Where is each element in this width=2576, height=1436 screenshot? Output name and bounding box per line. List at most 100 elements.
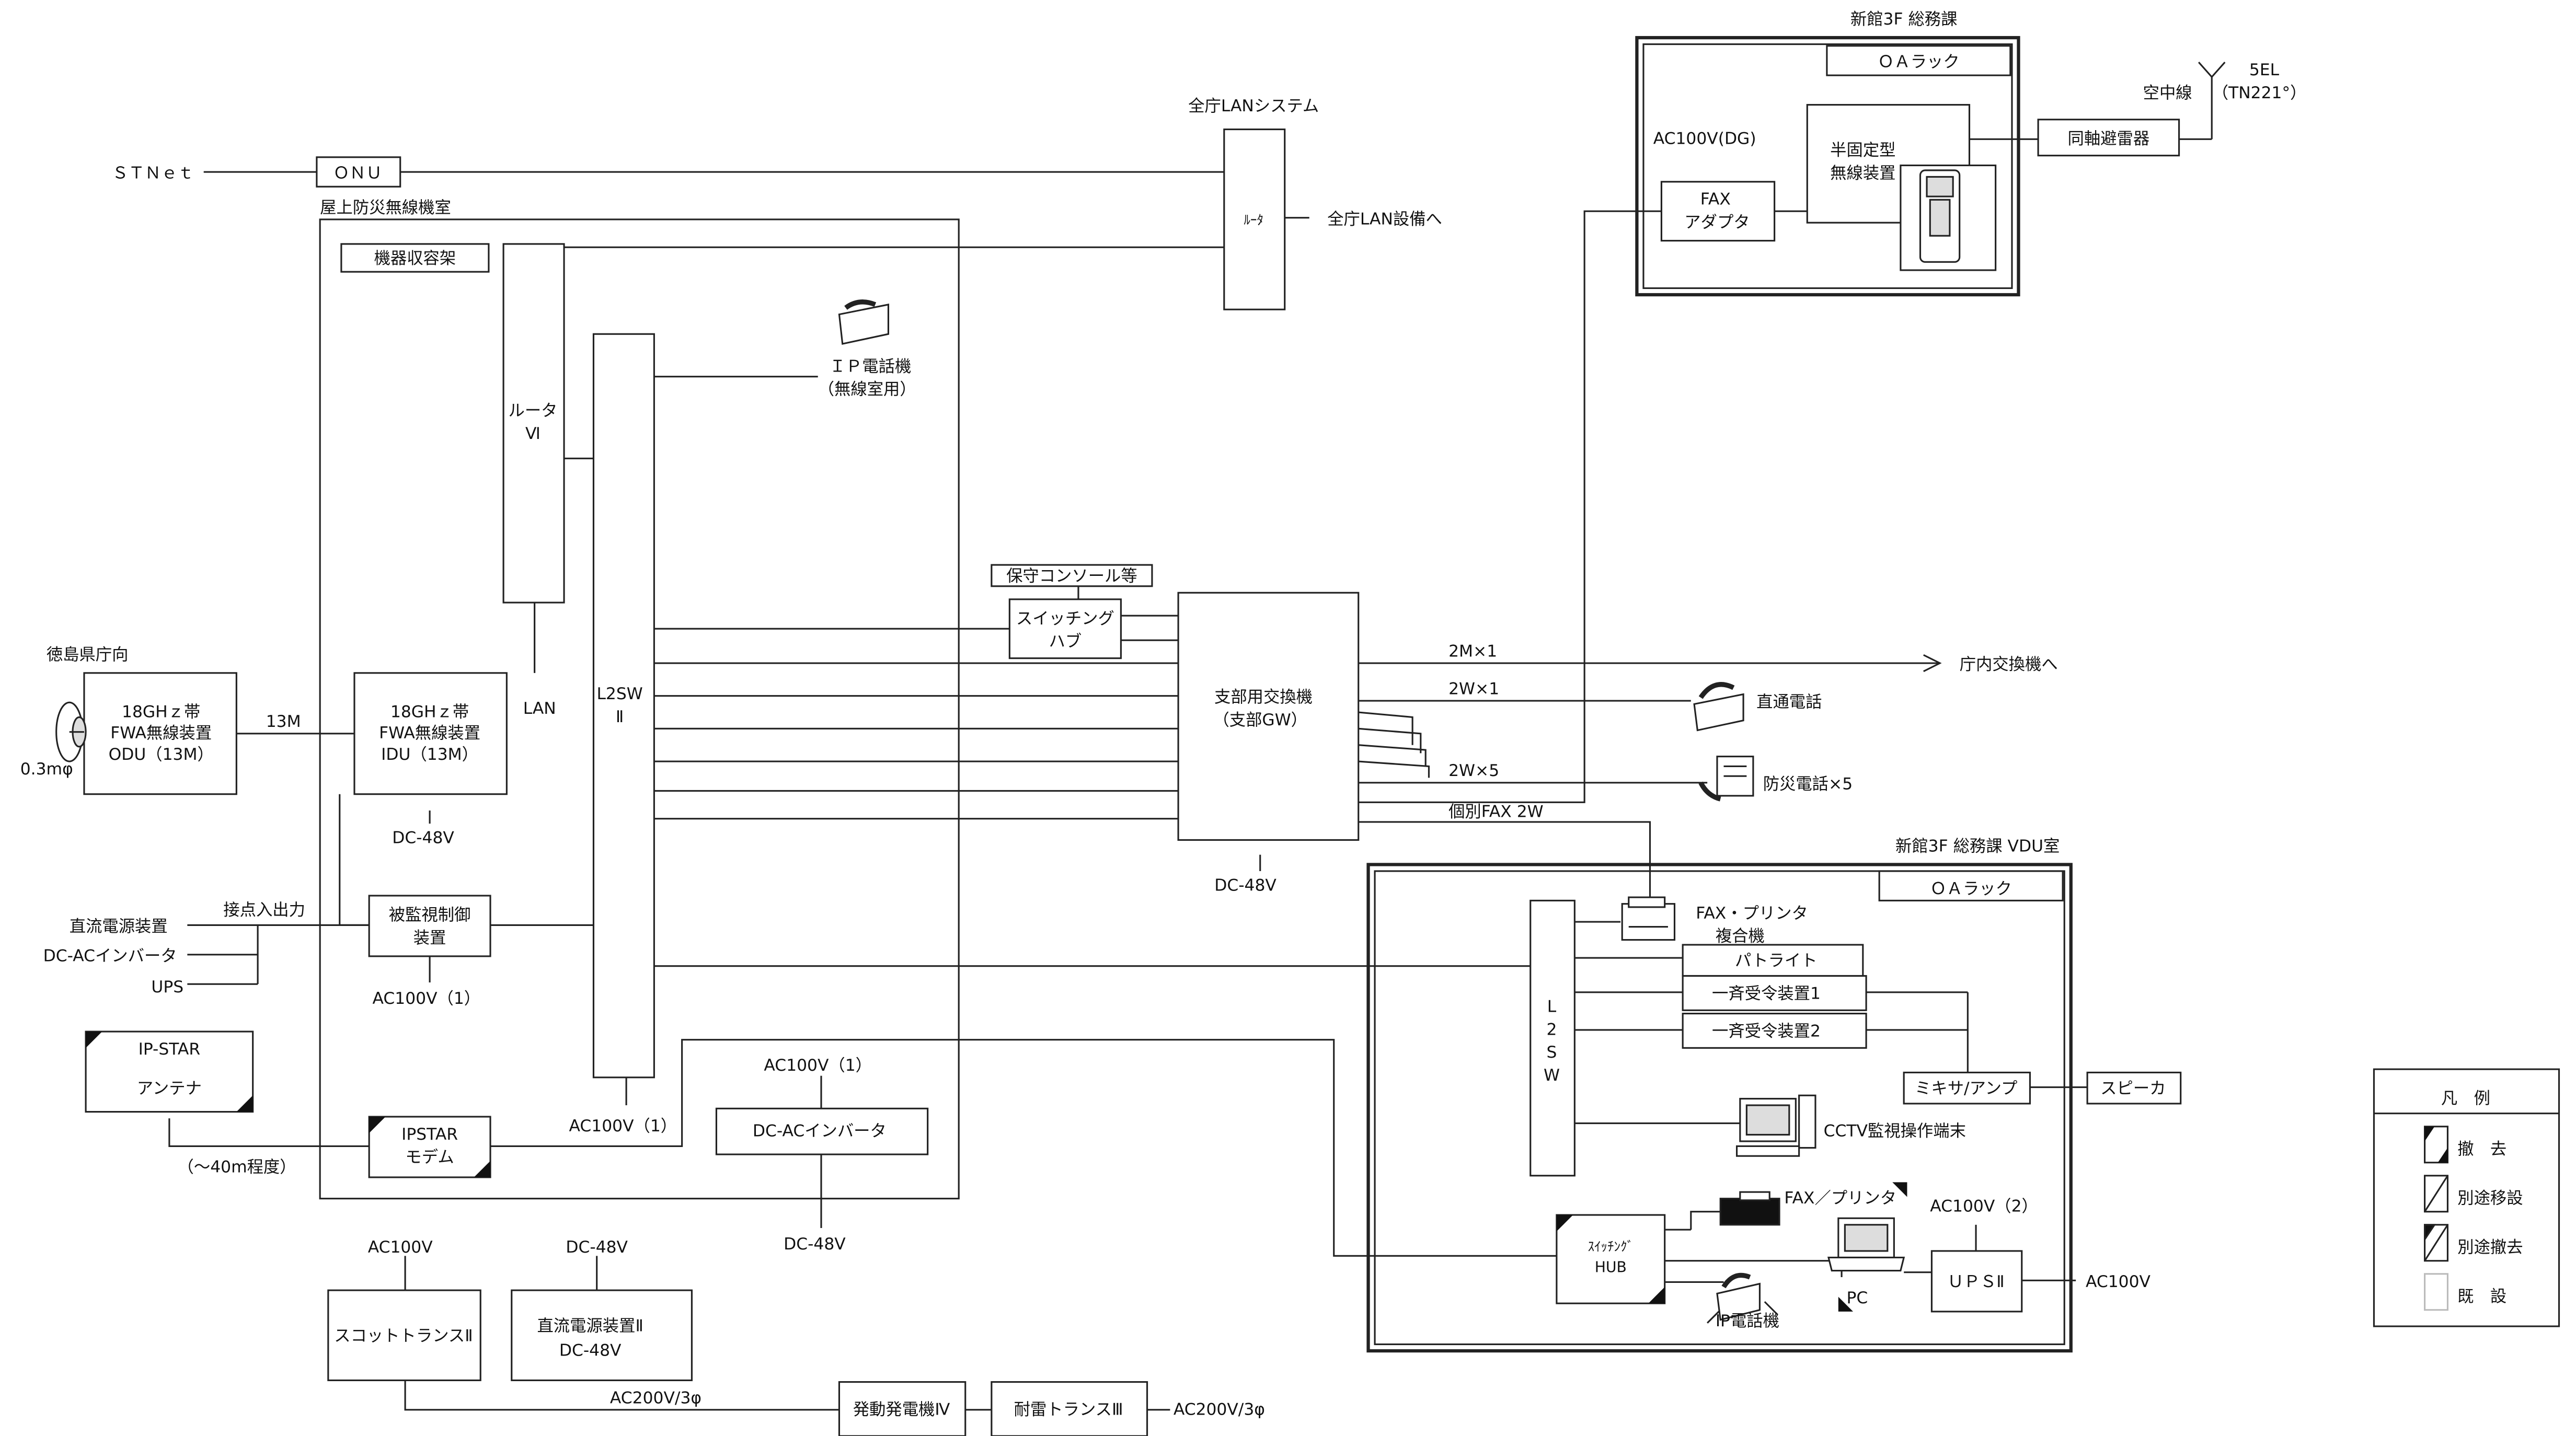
remove-marker (86, 1032, 102, 1048)
router-vi-box (502, 243, 565, 604)
l2sw-ac100-label: AC100V（1） (569, 1117, 677, 1136)
dc-power2-dc48-label: DC-48V (566, 1238, 628, 1257)
exchange-line1: 支部用交換機 (1214, 688, 1313, 707)
ups-ac100-2-label: AC100V（2） (1930, 1197, 2038, 1216)
ups2-label: ＵＰＳⅡ (1947, 1272, 2004, 1291)
vdu-l2sw-2: 2 (1547, 1020, 1557, 1039)
maint-console-box (991, 564, 1153, 587)
roof-room-box (319, 218, 960, 1200)
dc-power-label: 直流電源装置 (70, 917, 168, 936)
pc-label: PC (1846, 1289, 1868, 1307)
vdu-l2sw-box (1530, 899, 1576, 1177)
monitor-line1: 被監視制御 (389, 906, 471, 924)
antenna-line1: 5EL (2249, 61, 2280, 79)
legend-existing-swatch (2424, 1273, 2449, 1311)
router-vi-line1: ルータ (508, 401, 557, 420)
ipstar-antenna-box (85, 1030, 254, 1113)
semi-fixed-line1: 半固定型 (1830, 141, 1895, 160)
aerial-label: 空中線 (2143, 84, 2192, 102)
speaker-box (2086, 1071, 2182, 1105)
l2sw-box (592, 333, 655, 1079)
cctv-label: CCTV監視操作端末 (1824, 1122, 1966, 1141)
vdu-hub-box (1556, 1214, 1666, 1304)
to-exchange-label: 庁内交換機へ (1960, 655, 2058, 674)
dcac-inverter-label: DC-ACインバータ (43, 946, 177, 965)
line-2w5-label: 2W×5 (1448, 761, 1499, 780)
idu-line1: 18GHｚ帯 (390, 702, 469, 721)
oa-rack-label: ＯＡラック (1878, 52, 1960, 71)
direct-phone-icon (1693, 682, 1744, 732)
ac200-a-label: AC200V/3φ (610, 1388, 702, 1407)
vdu-room-outer (1366, 863, 2073, 1353)
cctv-terminal-icon (1735, 1094, 1816, 1157)
parabolic-dish-icon (55, 701, 87, 762)
ip-phone-icon (838, 299, 890, 345)
lan-router-label: ﾙｰﾀ (1244, 212, 1263, 227)
dc-power2-box (511, 1289, 693, 1382)
exchange-line2: （支部GW） (1213, 711, 1307, 729)
receiver1-label: 一斉受令装置1 (1712, 984, 1821, 1003)
legend-item-remove: 撤 去 (2457, 1140, 2506, 1159)
inverter-ac100-label: AC100V（1） (764, 1056, 872, 1075)
vdu-l2sw-w: W (1544, 1066, 1560, 1085)
ipstar-modem-line2: モデム (405, 1148, 454, 1167)
lan-label: LAN (523, 699, 556, 718)
ip-phone-line1: ＩＰ電話機 (830, 357, 912, 376)
odu-line2: FWA無線装置 (110, 724, 212, 743)
contact-io-label: 接点入出力 (223, 901, 305, 920)
dc-power2-line1: 直流電源装置Ⅱ (537, 1316, 643, 1335)
ip-phone-line2: （無線室用） (818, 380, 916, 399)
arrester-box (2037, 119, 2180, 157)
fax-multifunction-icon (1621, 896, 1676, 941)
exchange-box (1177, 592, 1360, 841)
ipstar-modem-box (368, 1116, 491, 1178)
vdu-hub-line2: HUB (1595, 1259, 1627, 1276)
onu-label: ＯＮＵ (333, 164, 382, 183)
vdu-ip-phone-icon (1716, 1272, 1761, 1321)
odu-line1: 18GHｚ帯 (122, 702, 200, 721)
mixer-label: ミキサ/アンプ (1915, 1079, 2017, 1098)
fax-mfp-line1: FAX・プリンタ (1696, 904, 1808, 923)
line-fax-label: 個別FAX 2W (1448, 803, 1544, 821)
inverter-dc48-label: DC-48V (784, 1235, 846, 1254)
legend-separate-remove-swatch (2424, 1224, 2449, 1262)
ipstar-antenna-line1: IP-STAR (139, 1040, 201, 1059)
vdu-l2sw-l: L (1547, 997, 1557, 1016)
l2sw-line1: L2SW (596, 685, 642, 703)
to-lan-label: 全庁LAN設備へ (1327, 210, 1442, 228)
legend-item-separate-remove: 別途撤去 (2457, 1238, 2523, 1257)
semi-fixed-line2: 無線装置 (1830, 164, 1895, 183)
vdu-l2sw-s: S (1547, 1043, 1557, 1062)
line-2w1-label: 2W×1 (1448, 680, 1499, 699)
fax-adapter-line1: FAX (1700, 190, 1731, 209)
pc-laptop-icon (1827, 1217, 1905, 1272)
vdu-ip-phone-label: IP電話機 (1716, 1312, 1779, 1330)
distance-label: （～40m程度） (178, 1158, 296, 1177)
odu-line3: ODU（13M） (109, 745, 214, 764)
fax-mfp-line2: 複合機 (1716, 927, 1765, 946)
lan-router-box (1223, 128, 1286, 310)
arrester-label: 同軸避雷器 (2068, 130, 2150, 148)
monitor-line2: 装置 (413, 929, 446, 947)
link-13m-label: 13M (266, 712, 301, 731)
idu-line3: IDU（13M） (381, 745, 478, 764)
legend-move-swatch (2424, 1175, 2449, 1213)
dc-power2-line2: DC-48V (559, 1341, 622, 1360)
legend-title: 凡 例 (2441, 1089, 2490, 1108)
semi-fixed-radio-icon (1900, 164, 1997, 271)
vdu-title: 新館3F 総務課 VDU室 (1895, 837, 2060, 855)
ac200-b-label: AC200V/3φ (1174, 1400, 1265, 1419)
legend-box (2373, 1068, 2560, 1327)
inverter-label: DC-ACインバータ (753, 1122, 887, 1141)
antenna-line2: （TN221°） (2212, 84, 2307, 102)
semi-fixed-box (1806, 103, 1971, 224)
vdu-hub-line1: ｽｲｯﾁﾝｸﾞ (1588, 1239, 1634, 1254)
legend-item-move: 別途移設 (2457, 1189, 2523, 1208)
hub-line2: ハブ (1049, 632, 1082, 651)
roof-room-title: 屋上防災無線機室 (320, 198, 451, 217)
oa-rack-box (1826, 45, 2011, 76)
oa-3f-title: 新館3F 総務課 (1850, 10, 1958, 29)
router-vi-line2: Ⅵ (525, 424, 540, 443)
ac100dg-label: AC100V(DG) (1653, 130, 1756, 148)
maint-console-label: 保守コンソール等 (1006, 566, 1137, 585)
